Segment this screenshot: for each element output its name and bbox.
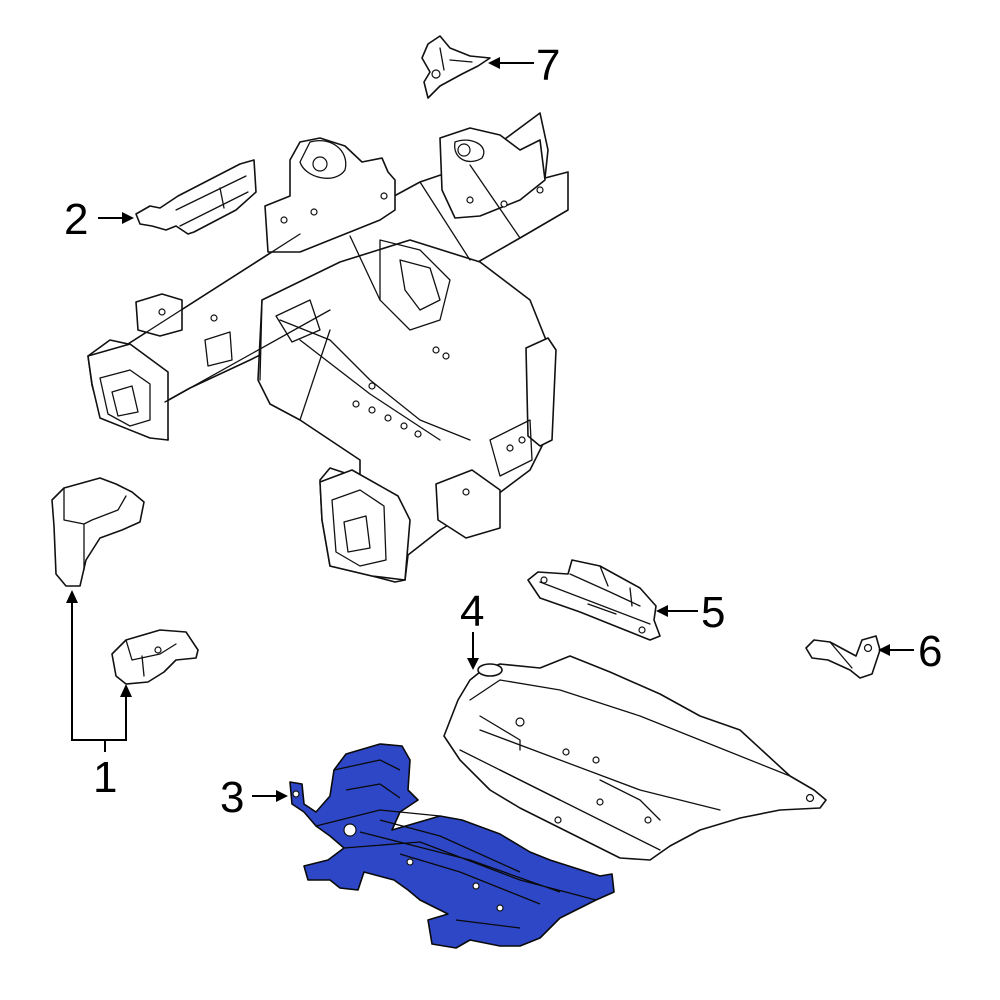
callout-labels: 7 2 1 3 4 5 6 — [64, 41, 942, 822]
callout-7: 7 — [536, 41, 560, 90]
subframe-assembly — [87, 112, 569, 583]
callout-1: 1 — [93, 753, 117, 802]
callout-4: 4 — [460, 587, 484, 636]
part-2-bracket — [135, 159, 257, 235]
callout-leaders — [66, 57, 914, 802]
part-5-plate — [527, 559, 661, 641]
frame-bolt-holes — [158, 143, 544, 496]
callout-5: 5 — [701, 588, 725, 637]
callout-6: 6 — [918, 627, 942, 676]
part-1-lower-bracket — [111, 629, 199, 685]
part-3-highlighted-tray — [289, 743, 615, 949]
part-7-bracket — [421, 35, 491, 99]
part-4-shield — [443, 655, 827, 861]
callout-3: 3 — [220, 773, 244, 822]
part-6-bracket — [805, 635, 881, 679]
callout-2: 2 — [64, 195, 88, 244]
part-1-upper-bracket — [51, 477, 145, 587]
